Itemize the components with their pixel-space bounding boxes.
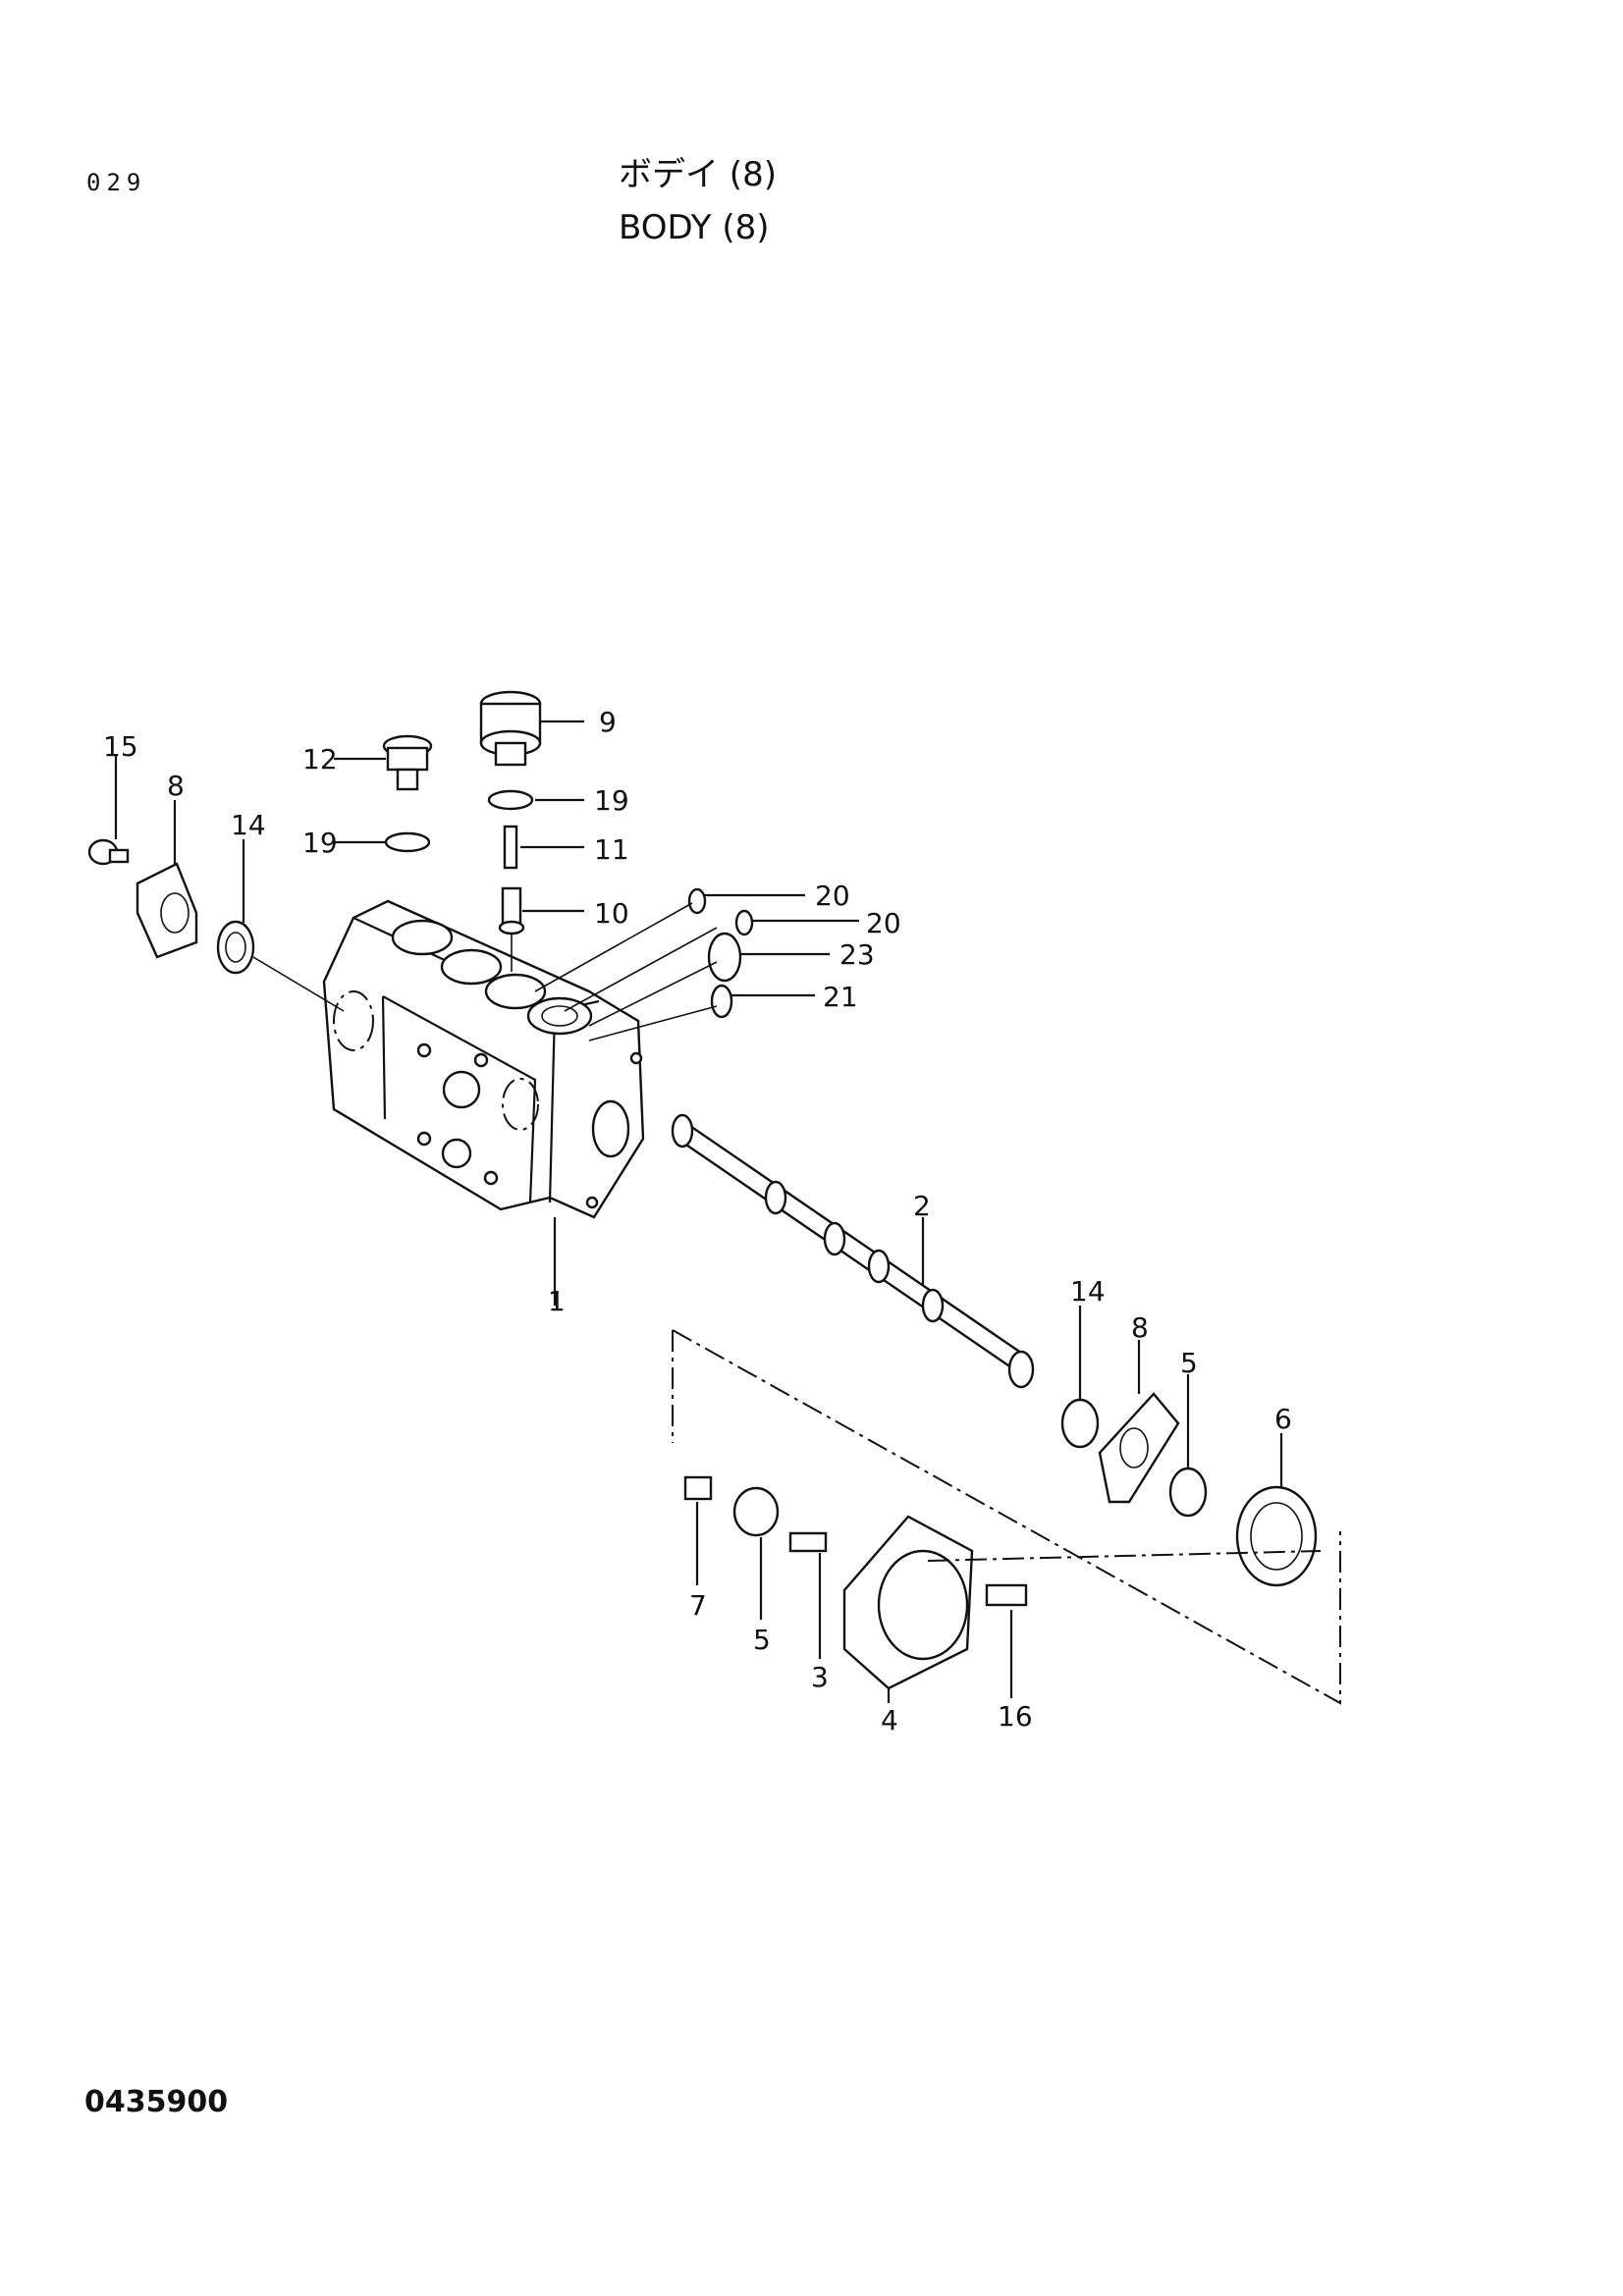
- callout-14-right: 14: [1070, 1275, 1106, 1308]
- title-japanese: ボデイ (8): [619, 155, 777, 194]
- callout-23: 23: [839, 938, 875, 971]
- orings-19: [334, 789, 584, 853]
- callout-1: 1: [548, 1285, 566, 1317]
- callout-5-right: 5: [1180, 1347, 1198, 1379]
- callout-19-right: 19: [594, 784, 629, 817]
- right-end-parts: [1060, 1306, 1318, 1587]
- callout-14-left: 14: [231, 809, 266, 841]
- callout-20-lower: 20: [866, 907, 901, 939]
- callout-20-upper: 20: [815, 880, 850, 912]
- callout-10: 10: [594, 897, 629, 930]
- plug-9: [479, 690, 584, 767]
- callout-2: 2: [913, 1190, 931, 1222]
- callout-19-left: 19: [302, 827, 338, 859]
- valve-body: [322, 899, 645, 1306]
- callout-6: 6: [1274, 1403, 1292, 1435]
- callout-21: 21: [823, 981, 858, 1013]
- spring-11: [503, 825, 584, 870]
- callout-7: 7: [689, 1589, 707, 1622]
- title-english: BODY (8): [619, 208, 770, 247]
- callout-9: 9: [599, 706, 617, 738]
- callout-12: 12: [302, 743, 338, 775]
- callout-16: 16: [998, 1700, 1033, 1733]
- callout-3: 3: [811, 1661, 829, 1693]
- page-number: 029: [86, 169, 147, 196]
- reference-code: 0435900: [84, 2085, 229, 2119]
- callout-5-lower: 5: [753, 1624, 771, 1656]
- lower-parts: [683, 1475, 1028, 1703]
- spool: [671, 1113, 1035, 1389]
- left-cap-parts: [87, 756, 345, 1012]
- callout-4: 4: [881, 1704, 898, 1736]
- plug-12: [334, 734, 433, 791]
- orings-20-23-21: [534, 887, 859, 1041]
- poppet-10: [498, 886, 584, 972]
- callout-8-left: 8: [167, 770, 185, 802]
- callout-8-right: 8: [1131, 1311, 1149, 1344]
- assembly-guide-lines: [672, 1329, 1341, 1705]
- callout-15: 15: [103, 730, 138, 763]
- callout-11: 11: [594, 833, 629, 866]
